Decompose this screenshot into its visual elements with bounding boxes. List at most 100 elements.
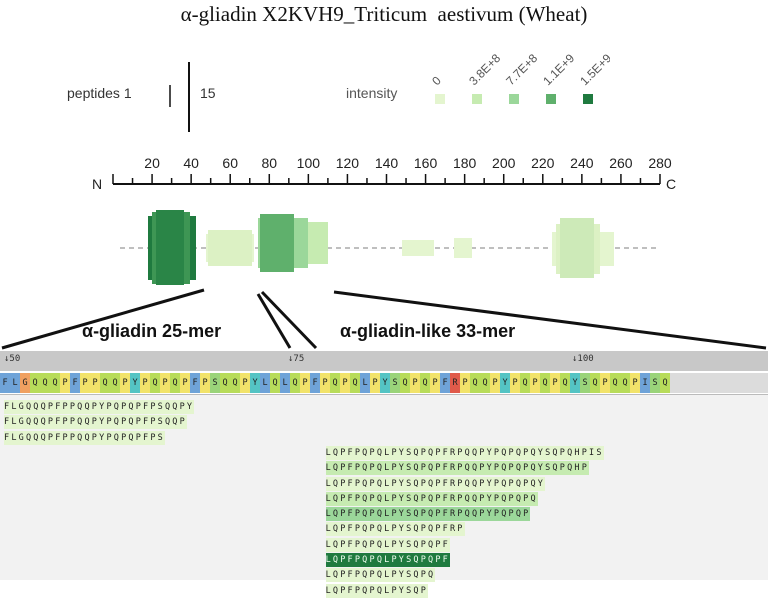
- sequence-residue: P: [60, 373, 70, 393]
- sequence-residue: F: [0, 373, 10, 393]
- axis-n-terminus: N: [92, 176, 102, 192]
- sequence-residue: P: [510, 373, 520, 393]
- sequence-residue: I: [640, 373, 650, 393]
- intensity-tick-label: 1.1E+9: [540, 51, 577, 88]
- axis-tick-label: 100: [297, 155, 321, 171]
- axis-tick-label: 120: [336, 155, 360, 171]
- sequence-residue: F: [70, 373, 80, 393]
- axis-tick-label: 160: [414, 155, 438, 171]
- sequence-residue: Q: [520, 373, 530, 393]
- coverage-block-2: [206, 230, 254, 266]
- sequence-residue: P: [550, 373, 560, 393]
- intensity-tick-label: 7.7E+8: [503, 51, 540, 88]
- position-bar: ↓50 ↓75 ↓100: [0, 351, 768, 371]
- callout-line-right-inner: [260, 290, 318, 350]
- intensity-swatch: [583, 94, 593, 104]
- intensity-swatch: [509, 94, 519, 104]
- peptide-row: LQPFPQPQLPYSQPQPFRPQQPYPQPQP: [325, 507, 531, 522]
- sequence-residue: Q: [50, 373, 60, 393]
- sequence-residue: P: [460, 373, 470, 393]
- peptide-row: LQPFPQPQLPYSQPQPFRPQQPYPQPQPQ: [325, 491, 538, 506]
- axis-tick-label: 40: [183, 155, 199, 171]
- sequence-residue: P: [340, 373, 350, 393]
- callout-label-33-mer: α-gliadin-like 33-mer: [340, 321, 516, 341]
- sequence-residue: L: [260, 373, 270, 393]
- sequence-residue: P: [240, 373, 250, 393]
- position-marker-50: ↓50: [4, 354, 21, 364]
- peptide-row: LQPFPQPQLPYSQP: [325, 583, 429, 598]
- peptides-legend-max: 15: [200, 85, 216, 101]
- intensity-legend-label: intensity: [346, 85, 397, 101]
- coverage-block-5: [454, 238, 472, 258]
- sequence-residue: P: [90, 373, 100, 393]
- sequence-residue: Q: [330, 373, 340, 393]
- peptide-row: LQPFPQPQLPYSQPQPF: [325, 537, 450, 552]
- sequence-residue: Q: [470, 373, 480, 393]
- peptide-row: FLGQQQPFPPQQPYPQPQPFPS: [4, 430, 165, 445]
- sequence-residue: Q: [420, 373, 430, 393]
- position-marker-75: ↓75: [288, 354, 305, 364]
- sequence-residue: Q: [290, 373, 300, 393]
- sequence-residue: Q: [220, 373, 230, 393]
- sequence-residue: Q: [40, 373, 50, 393]
- sequence-residue: P: [630, 373, 640, 393]
- intensity-tick-label: 0: [429, 73, 444, 88]
- sequence-residue: P: [140, 373, 150, 393]
- sequence-residue: P: [180, 373, 190, 393]
- callout-label-25-mer: α-gliadin 25-mer: [82, 321, 222, 341]
- sequence-residue: P: [410, 373, 420, 393]
- coverage-block-6: [552, 218, 614, 278]
- sequence-residue: Y: [570, 373, 580, 393]
- sequence-residue: P: [320, 373, 330, 393]
- sequence-residue: S: [650, 373, 660, 393]
- axis-tick-label: 200: [492, 155, 516, 171]
- axis-tick-label: 20: [144, 155, 160, 171]
- callout-lines: [1, 288, 767, 350]
- coverage-block-4: [402, 240, 434, 256]
- peptide-row: LQPFPQPQLPYSQPQPFRP: [325, 522, 465, 537]
- peptide-row: LQPFPQPQLPYSQPQPFRPQQPYPQPQPQY: [325, 476, 546, 491]
- peptide-row: LQPFPQPQLPYSQPQPF: [325, 553, 450, 567]
- sequence-residue: P: [160, 373, 170, 393]
- axis-tick-label: 80: [261, 155, 277, 171]
- axis-tick-label: 240: [570, 155, 594, 171]
- sequence-residue: L: [10, 373, 20, 393]
- sequence-residue: Y: [380, 373, 390, 393]
- peptides-legend-label: peptides 1: [67, 85, 132, 101]
- sequence-residue: P: [430, 373, 440, 393]
- coverage-block-1: [148, 210, 196, 285]
- sequence-residue: F: [310, 373, 320, 393]
- peptide-row: FLGQQQPFPPQQPYPQPQPFPSQQPY: [4, 400, 195, 414]
- sequence-residue: P: [600, 373, 610, 393]
- sequence-residue: Q: [620, 373, 630, 393]
- sequence-residue: L: [280, 373, 290, 393]
- sequence-residue: Q: [540, 373, 550, 393]
- axis-tick-label: 60: [222, 155, 238, 171]
- sequence-residue: Q: [400, 373, 410, 393]
- sequence-residue: Q: [30, 373, 40, 393]
- sequence-residue: F: [440, 373, 450, 393]
- position-marker-100: ↓100: [572, 354, 594, 364]
- protein-title: α-gliadin X2KVH9_Triticum aestivum (Whea…: [180, 2, 588, 26]
- axis-c-terminus: C: [666, 176, 676, 192]
- sequence-residue: Q: [480, 373, 490, 393]
- sequence-residue: G: [20, 373, 30, 393]
- sequence-residue: Q: [590, 373, 600, 393]
- coverage-block-3: [258, 214, 328, 272]
- sequence-residue: P: [200, 373, 210, 393]
- sequence-residue: S: [210, 373, 220, 393]
- sequence-residue: P: [120, 373, 130, 393]
- sequence-residue: R: [450, 373, 460, 393]
- peptide-row: FLGQQQPFPPQQPYPQPQPFPSQQP: [4, 415, 187, 430]
- sequence-residue: S: [390, 373, 400, 393]
- sequence-residue: Q: [100, 373, 110, 393]
- intensity-swatch: [435, 94, 445, 104]
- sequence-residue: Q: [110, 373, 120, 393]
- sequence-residue: Q: [270, 373, 280, 393]
- callout-line-left-inner: [256, 293, 292, 349]
- axis-tick-label: 220: [531, 155, 555, 171]
